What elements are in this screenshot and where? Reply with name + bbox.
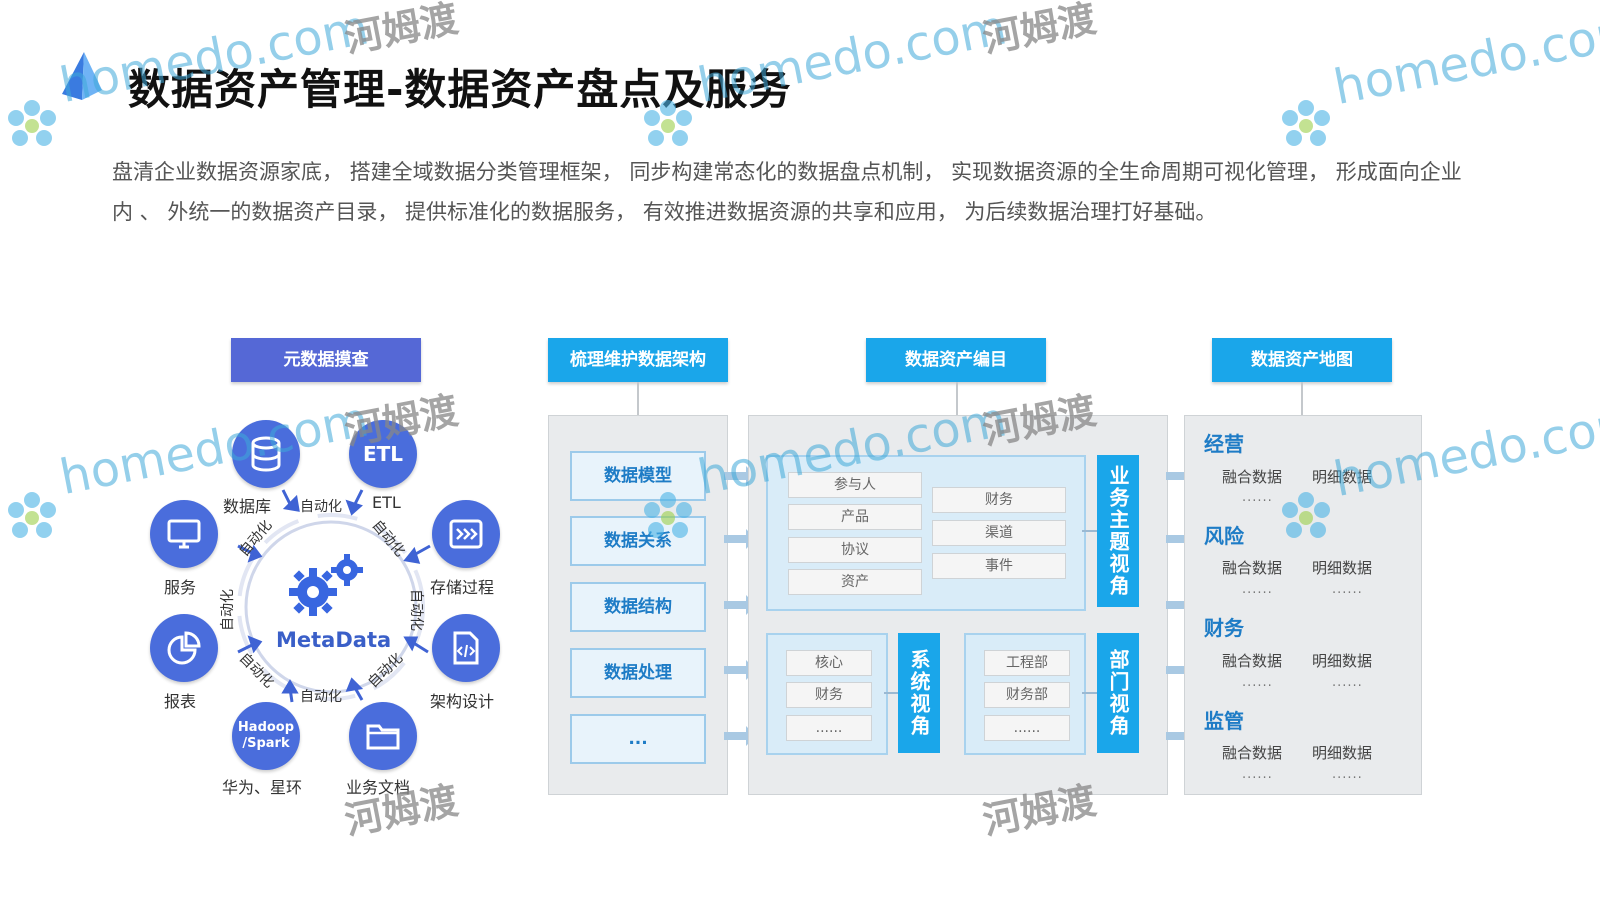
system-item-core: 核心 bbox=[786, 650, 872, 676]
hadoop-spark-icon-text: Hadoop /Spark bbox=[237, 720, 295, 751]
node-label-business-docs: 业务文档 bbox=[346, 778, 411, 797]
map-finance-dots-left: ...... bbox=[1242, 675, 1273, 690]
watermark-flower-icon bbox=[8, 492, 56, 538]
map-risk-dots-right: ...... bbox=[1332, 582, 1363, 597]
architecture-design-icon bbox=[432, 614, 500, 682]
watermark-site-3: homedo.com bbox=[1329, 1, 1600, 116]
system-view-tag: 系统视角 bbox=[898, 633, 940, 753]
business-view-tag-text: 业务主题视角 bbox=[1106, 465, 1130, 597]
system-item-more: ...... bbox=[786, 715, 872, 741]
department-view-connector bbox=[1082, 692, 1098, 694]
node-label-service: 服务 bbox=[164, 578, 197, 597]
node-label-database: 数据库 bbox=[223, 497, 272, 516]
folder-icon bbox=[349, 702, 417, 770]
catalog-connector bbox=[956, 382, 958, 416]
watermark-flower-icon bbox=[644, 492, 692, 538]
etl-icon: ETL bbox=[349, 420, 417, 488]
map-finance-detail: 明细数据 bbox=[1312, 652, 1373, 670]
department-view-tag: 部门视角 bbox=[1097, 633, 1139, 753]
catalog-item-event: 事件 bbox=[932, 553, 1066, 579]
database-icon bbox=[232, 420, 300, 488]
map-regulation-fused: 融合数据 bbox=[1222, 744, 1283, 762]
department-item-finance: 财务部 bbox=[984, 682, 1070, 708]
map-group-risk: 风险 bbox=[1204, 524, 1244, 548]
pyramid-logo-icon bbox=[62, 52, 102, 100]
map-risk-dots-left: ...... bbox=[1242, 582, 1273, 597]
watermark-site-6: homedo.com bbox=[1329, 393, 1600, 508]
catalog-item-product: 产品 bbox=[788, 504, 922, 530]
hadoop-spark-icon: Hadoop /Spark bbox=[232, 702, 300, 770]
arch-item-data-structure: 数据结构 bbox=[570, 582, 706, 632]
map-regulation-detail: 明细数据 bbox=[1312, 744, 1373, 762]
catalog-item-asset: 资产 bbox=[788, 569, 922, 595]
department-item-more: ...... bbox=[984, 715, 1070, 741]
catalog-item-agreement: 协议 bbox=[788, 537, 922, 563]
department-view-tag-text: 部门视角 bbox=[1106, 649, 1130, 737]
watermark-cn-1: 河姆渡 bbox=[341, 0, 462, 62]
etl-icon-text: ETL bbox=[362, 442, 404, 466]
page-description: 盘清企业数据资源家底， 搭建全域数据分类管理框架， 同步构建常态化的数据盘点机制… bbox=[112, 160, 1462, 224]
map-operations-dots: ...... bbox=[1242, 490, 1273, 505]
business-view-tag: 业务主题视角 bbox=[1097, 455, 1139, 607]
watermark-flower-icon bbox=[1282, 100, 1330, 146]
map-group-finance: 财务 bbox=[1204, 616, 1244, 640]
map-finance-dots-right: ...... bbox=[1332, 675, 1363, 690]
map-group-regulation: 监管 bbox=[1204, 709, 1244, 733]
map-risk-fused: 融合数据 bbox=[1222, 559, 1283, 577]
page-title: 数据资产管理-数据资产盘点及服务 bbox=[128, 65, 792, 114]
architecture-connector bbox=[637, 382, 639, 416]
node-label-architecture-design: 架构设计 bbox=[430, 692, 495, 711]
map-operations-fused: 融合数据 bbox=[1222, 468, 1283, 486]
watermark-site-2: homedo.com bbox=[693, 0, 1012, 114]
asset-map-connector bbox=[1301, 382, 1303, 416]
auto-label-top: 自动化 bbox=[300, 499, 342, 515]
watermark-cn-2: 河姆渡 bbox=[979, 0, 1100, 62]
node-label-etl: ETL bbox=[372, 493, 401, 512]
gears-icon bbox=[289, 554, 363, 616]
business-view-connector bbox=[1082, 530, 1098, 532]
map-finance-fused: 融合数据 bbox=[1222, 652, 1283, 670]
arch-item-data-processing: 数据处理 bbox=[570, 648, 706, 698]
auto-label-right: 自动化 bbox=[408, 589, 424, 631]
catalog-header: 数据资产编目 bbox=[866, 338, 1046, 382]
catalog-item-channel: 渠道 bbox=[932, 520, 1066, 546]
catalog-item-party: 参与人 bbox=[788, 472, 922, 498]
metadata-header: 元数据摸查 bbox=[231, 338, 421, 382]
system-view-connector bbox=[884, 692, 898, 694]
auto-label-bottom: 自动化 bbox=[300, 689, 342, 705]
map-risk-detail: 明细数据 bbox=[1312, 559, 1373, 577]
system-item-finance: 财务 bbox=[786, 682, 872, 708]
pie-chart-icon bbox=[150, 614, 218, 682]
stored-procedure-icon bbox=[432, 500, 500, 568]
node-label-stored-procedure: 存储过程 bbox=[430, 578, 495, 597]
watermark-flower-icon bbox=[1282, 492, 1330, 538]
department-item-engineering: 工程部 bbox=[984, 650, 1070, 676]
watermark-flower-icon bbox=[644, 100, 692, 146]
asset-map-header: 数据资产地图 bbox=[1212, 338, 1392, 382]
map-group-operations: 经营 bbox=[1204, 432, 1244, 456]
node-label-huawei-transwarp: 华为、星环 bbox=[222, 778, 303, 797]
monitor-icon bbox=[150, 500, 218, 568]
system-view-tag-text: 系统视角 bbox=[907, 649, 931, 737]
map-regulation-dots-left: ...... bbox=[1242, 767, 1273, 782]
auto-label-left: 自动化 bbox=[220, 589, 236, 631]
map-regulation-dots-right: ...... bbox=[1332, 767, 1363, 782]
node-label-report: 报表 bbox=[164, 692, 197, 711]
arch-item-more: ... bbox=[570, 714, 706, 764]
architecture-header: 梳理维护数据架构 bbox=[548, 338, 728, 382]
metadata-center-label: MetaData bbox=[276, 628, 392, 652]
catalog-item-finance: 财务 bbox=[932, 487, 1066, 513]
metadata-arrows bbox=[237, 489, 431, 703]
arch-item-data-model: 数据模型 bbox=[570, 451, 706, 501]
asset-map-panel bbox=[1184, 415, 1422, 795]
map-operations-detail: 明细数据 bbox=[1312, 468, 1373, 486]
watermark-flower-icon bbox=[8, 100, 56, 146]
